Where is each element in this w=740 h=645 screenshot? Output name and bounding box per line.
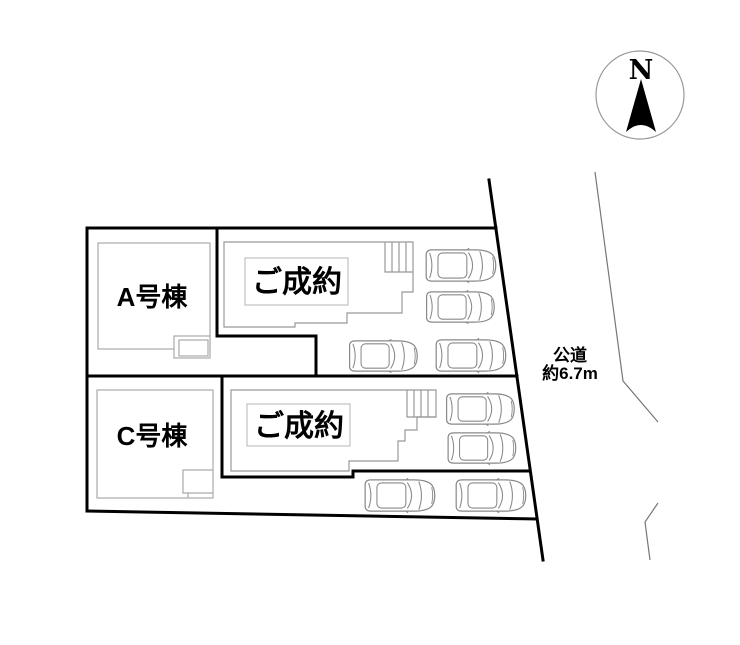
lot-c-footprint (96, 389, 214, 499)
car-icon (425, 247, 497, 284)
car-icon (446, 391, 515, 427)
lot-a-footprint (97, 242, 211, 359)
sold-label-box-b (244, 257, 349, 306)
lot-c-label: C号棟 (117, 421, 189, 451)
car-icon (455, 477, 527, 514)
boundary-bottom (85, 509, 539, 521)
north-indicator: N (595, 50, 685, 140)
car-icon (426, 289, 495, 325)
divider-lot-c-d (220, 374, 532, 479)
lot-a-square (97, 242, 211, 350)
sold-label-box-d (246, 403, 351, 447)
car-icon (435, 337, 507, 374)
divider-lot-a-b (215, 226, 318, 378)
lot-c-notch-steps (182, 469, 213, 498)
building-d-entry-steps-icon (406, 390, 436, 418)
road-edge-upper-line (594, 171, 659, 423)
boundary-road-side (487, 178, 545, 562)
building-b-entry-steps-icon (384, 242, 413, 273)
sold-label-d: ご成約 (254, 409, 344, 443)
compass-circle-icon (595, 50, 685, 140)
plot-boundary (85, 178, 545, 562)
car-icon (364, 477, 436, 514)
car-icon (447, 430, 517, 466)
north-arrow-icon (626, 79, 656, 132)
lot-a-notch-inner (178, 339, 209, 357)
car-icon (348, 338, 418, 374)
road-name-label: 公道 (553, 345, 587, 365)
road-edge-lower-line (644, 502, 659, 561)
sold-label-b: ご成約 (252, 265, 342, 299)
lot-a-label: A号棟 (117, 282, 189, 312)
road-edge-lines (594, 171, 659, 561)
road-width-label: 約6.7m (542, 363, 598, 383)
north-label: N (629, 55, 654, 86)
lot-c-square (96, 389, 214, 499)
building-d (230, 389, 437, 472)
building-b (223, 241, 414, 328)
